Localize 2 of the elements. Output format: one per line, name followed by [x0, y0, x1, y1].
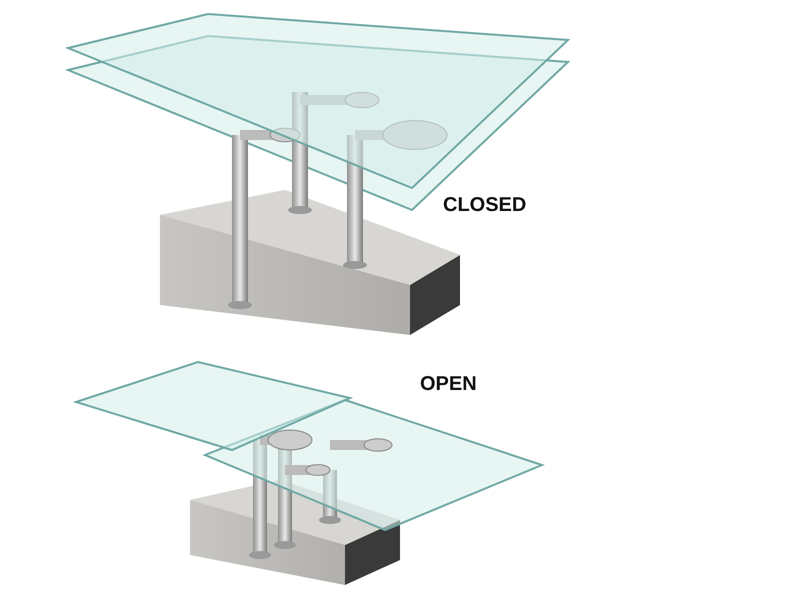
- state-label: CLOSED: [443, 194, 526, 217]
- state-label: OPEN: [420, 373, 477, 396]
